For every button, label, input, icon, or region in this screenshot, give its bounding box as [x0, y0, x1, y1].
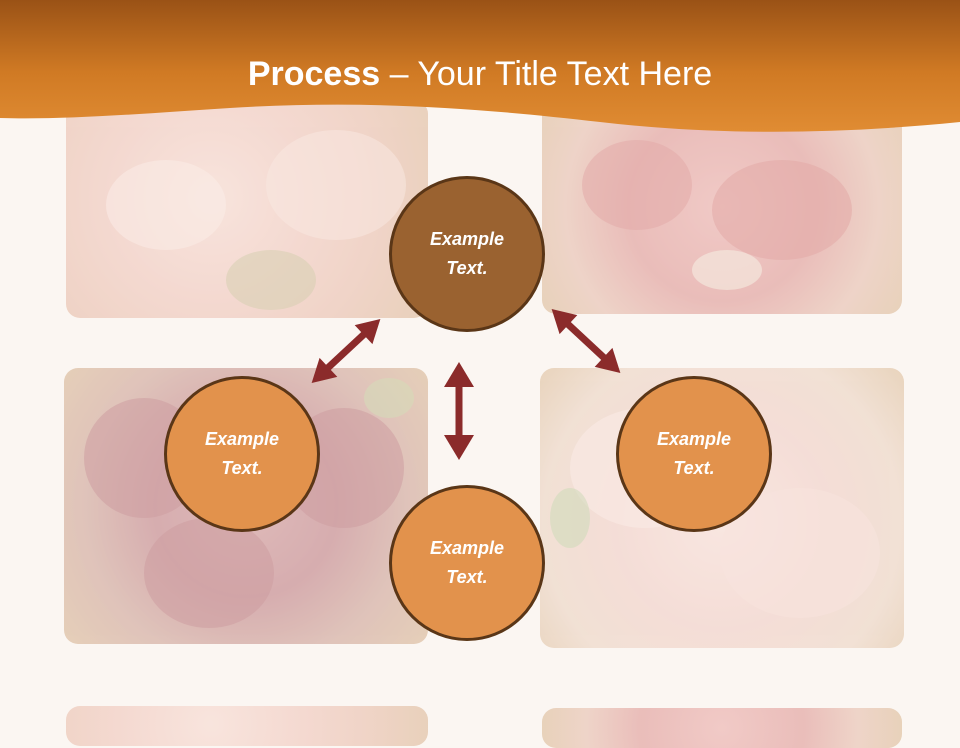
- prosciutto-platter-image: [542, 100, 902, 314]
- process-node-top[interactable]: Example Text.: [389, 176, 545, 332]
- page-title: Process – Your Title Text Here: [0, 55, 960, 94]
- double-arrow-top-left: [311, 318, 381, 384]
- process-node-bottom-label: Example Text.: [429, 538, 505, 587]
- double-arrow-vertical: [444, 362, 474, 460]
- process-node-right-label: Example Text.: [656, 429, 732, 478]
- title-rest: – Your Title Text Here: [380, 55, 713, 93]
- process-node-bottom[interactable]: Example Text.: [389, 485, 545, 641]
- process-node-top-label: Example Text.: [429, 229, 505, 278]
- ham-platter-image: [66, 100, 428, 318]
- double-arrow-top-right: [551, 308, 621, 374]
- header-band: Process – Your Title Text Here: [0, 0, 960, 140]
- process-node-left-label: Example Text.: [204, 429, 280, 478]
- process-node-right[interactable]: Example Text.: [616, 376, 772, 532]
- title-bold: Process: [247, 55, 381, 93]
- process-node-left[interactable]: Example Text.: [164, 376, 320, 532]
- process-arrows: [311, 308, 621, 460]
